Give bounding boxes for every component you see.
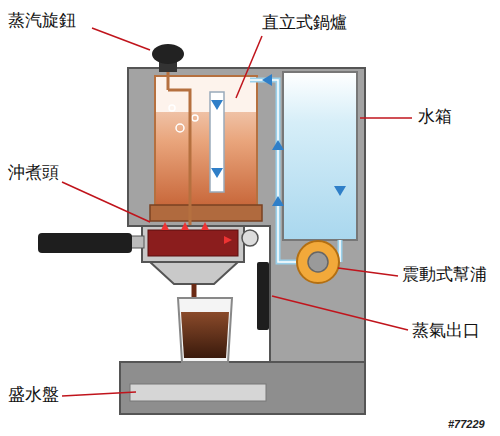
part-label: 蒸汽旋鈕 [8,10,76,30]
part-label: 水箱 [418,106,452,126]
part-label: 盛水盤 [8,384,59,404]
part-label: 沖煮頭 [8,162,59,182]
part-label: 震動式幫浦 [402,264,487,284]
part-label: 蒸氣出口 [412,320,480,340]
part-label: 直立式鍋爐 [262,12,347,32]
watermark: #77229 [448,418,485,431]
